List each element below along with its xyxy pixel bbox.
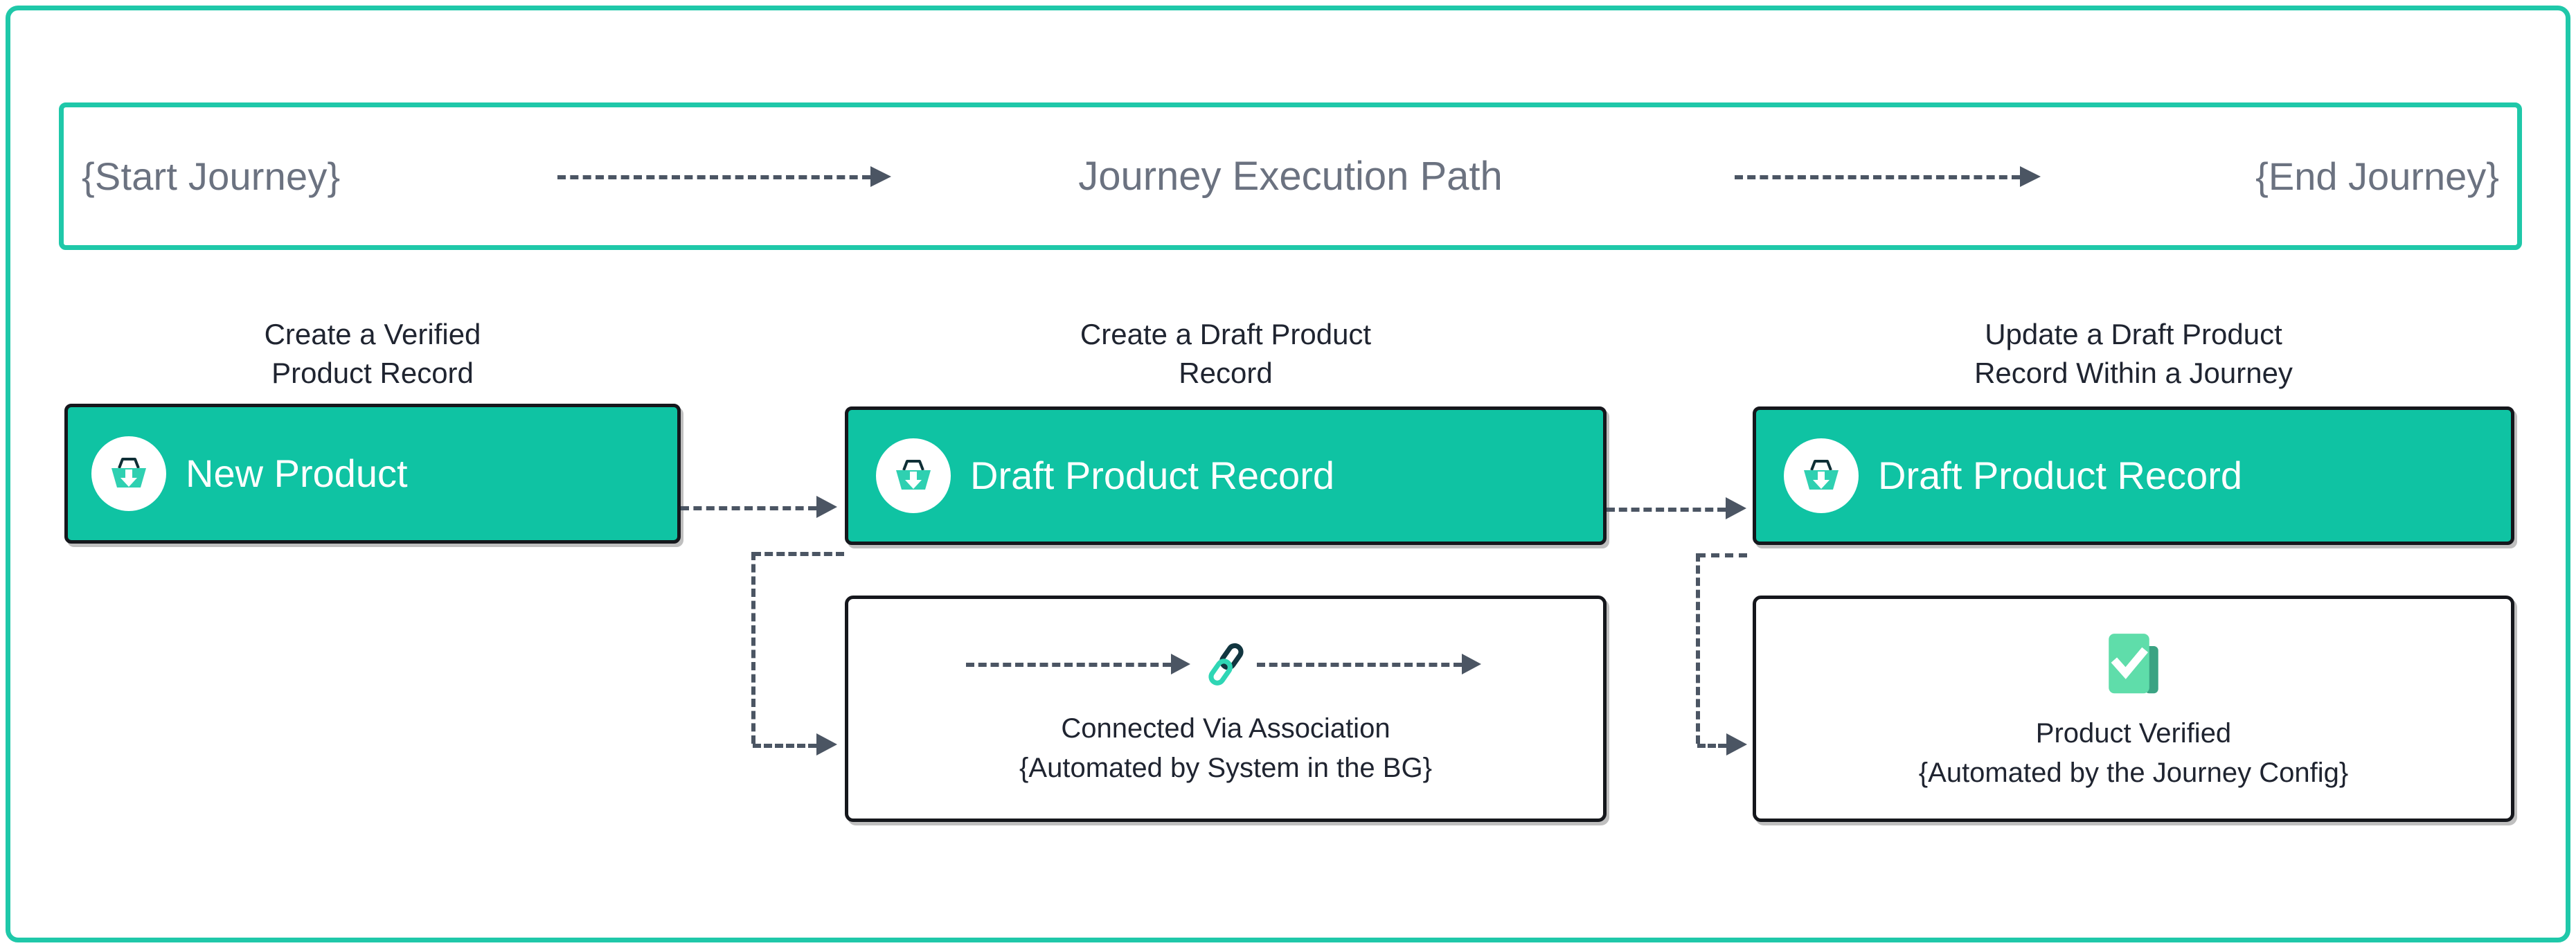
column-update-draft-product: Update a Draft Product Record Within a J…: [1753, 315, 2514, 822]
verified-check-icon: [2109, 634, 2158, 694]
column-2-caption: Create a Draft Product Record: [1080, 318, 1372, 389]
column-create-verified-product: Create a Verified Product Record New Pro…: [64, 315, 681, 544]
connector-line: [753, 552, 844, 556]
connector-line: [751, 552, 755, 744]
note-product-verified[interactable]: Product Verified {Automated by the Journ…: [1753, 595, 2514, 822]
connector-line: [681, 506, 816, 510]
node-label: New Product: [186, 451, 408, 496]
connector-line: [753, 744, 816, 748]
basket-download-icon: [111, 457, 146, 488]
connector-line: [1697, 744, 1726, 748]
connector-line: [1607, 508, 1726, 512]
connector-arrowhead-icon: [816, 496, 837, 518]
note-title: Connected Via Association: [1061, 713, 1390, 744]
node-icon-badge: [91, 436, 166, 511]
node-icon-badge: [1784, 438, 1859, 513]
start-journey-label: {Start Journey}: [82, 154, 341, 198]
node-label: Draft Product Record: [970, 454, 1334, 498]
column-3-caption: Update a Draft Product Record Within a J…: [1974, 318, 2293, 389]
journey-execution-band: {Start Journey} Journey Execution Path {…: [59, 102, 2522, 250]
note-subtitle: {Automated by System in the BG}: [1019, 753, 1432, 784]
node-label: Draft Product Record: [1878, 454, 2242, 498]
basket-download-icon: [896, 459, 931, 490]
note-connected-via-association[interactable]: Connected Via Association {Automated by …: [845, 595, 1607, 822]
node-draft-product-record-1[interactable]: Draft Product Record: [845, 406, 1607, 545]
column-create-draft-product: Create a Draft Product Record Draft Prod…: [845, 315, 1607, 822]
connector-line: [1696, 553, 1700, 744]
diagram-frame: {Start Journey} Journey Execution Path {…: [6, 6, 2570, 942]
dashed-arrow-right-icon: [1257, 654, 1485, 675]
note-subtitle: {Automated by the Journey Config}: [1918, 758, 2349, 789]
node-new-product[interactable]: New Product: [64, 403, 681, 544]
end-journey-label: {End Journey}: [2255, 154, 2499, 198]
link-chain-icon: [1195, 638, 1257, 690]
connector-line: [1697, 553, 1747, 557]
journey-execution-path-title: Journey Execution Path: [1078, 154, 1503, 199]
association-arrow-row: [949, 633, 1503, 695]
link-chain-icon: [1208, 643, 1244, 686]
column-1-caption: Create a Verified Product Record: [264, 318, 481, 389]
verified-icon-wrap: [2098, 628, 2170, 700]
connector-arrowhead-icon: [816, 733, 837, 755]
node-icon-badge: [876, 438, 951, 513]
connector-arrowhead-icon: [1726, 497, 1746, 519]
dashed-arrow-right-icon: [1735, 165, 2046, 188]
connector-arrowhead-icon: [1726, 733, 1747, 755]
dashed-arrow-right-icon: [557, 165, 897, 188]
dashed-arrow-right-icon: [966, 654, 1195, 675]
basket-download-icon: [1804, 459, 1839, 490]
node-draft-product-record-2[interactable]: Draft Product Record: [1753, 406, 2514, 545]
note-title: Product Verified: [2035, 718, 2232, 749]
